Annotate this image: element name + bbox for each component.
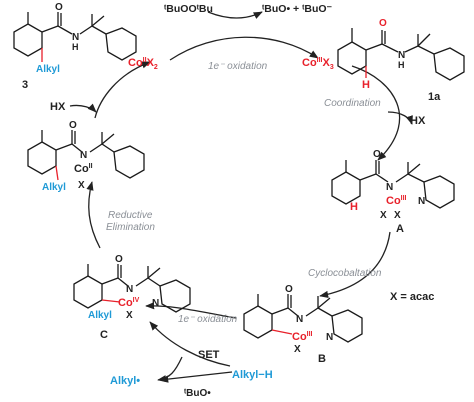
cyclocobaltation-step: Cyclocobaltation <box>308 268 382 279</box>
alkyl-h: Alkyl−H <box>232 369 273 381</box>
a-co: CoIII <box>386 195 407 207</box>
product-alkyl: Alkyl <box>36 64 60 75</box>
oxidant-radicals: ᵗBuO• + ᵗBuO⁻ <box>262 3 333 15</box>
reductive-step: Reductive <box>108 210 153 221</box>
left-intermediate-structure <box>27 130 145 181</box>
product-o: O <box>55 2 63 13</box>
arrow-set-out <box>157 356 183 383</box>
substrate-1a <box>337 28 465 81</box>
arrow-oxidant-in <box>207 11 263 19</box>
left-int-n: N <box>80 150 87 161</box>
c-n1: N <box>126 284 133 295</box>
substrate-h: H <box>362 79 370 91</box>
oxidant-peroxide: ᵗBuOOᵗBu <box>164 3 213 15</box>
arrow-hx-out-left <box>69 103 97 113</box>
arrow-co2-to-co3 <box>169 36 319 61</box>
c-oxidation-step: 1e⁻ oxidation <box>178 314 238 325</box>
product-3-structure <box>13 12 137 62</box>
product-label-3: 3 <box>22 79 28 91</box>
co2-label: CoIIX2 <box>128 57 158 71</box>
top-oxidation-step: 1e⁻ oxidation <box>208 61 268 72</box>
left-int-co: CoII <box>74 163 93 175</box>
a-x1: X <box>380 210 387 221</box>
b-x: X <box>294 344 301 355</box>
x-definition: X = acac <box>390 291 434 303</box>
elimination-step: Elimination <box>106 222 155 233</box>
arrow-coordination <box>351 65 401 161</box>
alkyl-radical: Alkyl• <box>110 375 140 387</box>
b-n1: N <box>296 314 303 325</box>
c-o: O <box>115 254 123 265</box>
b-o: O <box>285 284 293 295</box>
b-co: CoIII <box>292 331 313 343</box>
c-co: CoIV <box>118 297 140 309</box>
substrate-nh: N <box>398 50 405 61</box>
a-n2: N <box>418 196 425 207</box>
product-nh: N <box>72 32 79 43</box>
intermediate-a-label: A <box>396 223 404 235</box>
arrow-regenerate-co2 <box>94 61 151 119</box>
set-label: SET <box>198 349 220 361</box>
intermediate-c-structure <box>73 264 191 313</box>
substrate-label-1a: 1a <box>428 91 441 103</box>
a-n1: N <box>386 182 393 193</box>
substrate-o: O <box>379 18 387 29</box>
c-alkyl: Alkyl <box>88 310 112 321</box>
left-int-o: O <box>69 120 77 131</box>
co3-label: CoIIIX3 <box>302 57 334 71</box>
hx-right: HX <box>410 115 426 127</box>
arrow-set-to-c <box>149 321 231 367</box>
coordination-step: Coordination <box>324 98 381 109</box>
product-nh-h: H <box>72 42 79 52</box>
left-int-alkyl: Alkyl <box>42 182 66 193</box>
arrow-oxidation-bc <box>145 302 237 319</box>
intermediate-a-structure <box>331 160 455 209</box>
a-o: O <box>373 149 381 160</box>
substrate-nh-h: H <box>398 60 405 70</box>
arrow-hx-out-right <box>387 111 413 125</box>
intermediate-b-structure <box>243 294 363 343</box>
arrow-reductive-elim <box>86 181 101 249</box>
arrow-cyclocobaltation <box>319 231 391 298</box>
a-x2: X <box>394 210 401 221</box>
b-n2: N <box>326 332 333 343</box>
tbuo-radical: ᵗBuO• <box>184 388 211 399</box>
a-h: H <box>350 201 358 213</box>
c-n2: N <box>152 298 159 309</box>
hx-left: HX <box>50 101 66 113</box>
arrow-set-main <box>159 371 233 383</box>
c-x: X <box>126 310 133 321</box>
left-int-x: X <box>78 180 85 191</box>
intermediate-b-label: B <box>318 353 326 365</box>
intermediate-c-label: C <box>100 329 108 341</box>
